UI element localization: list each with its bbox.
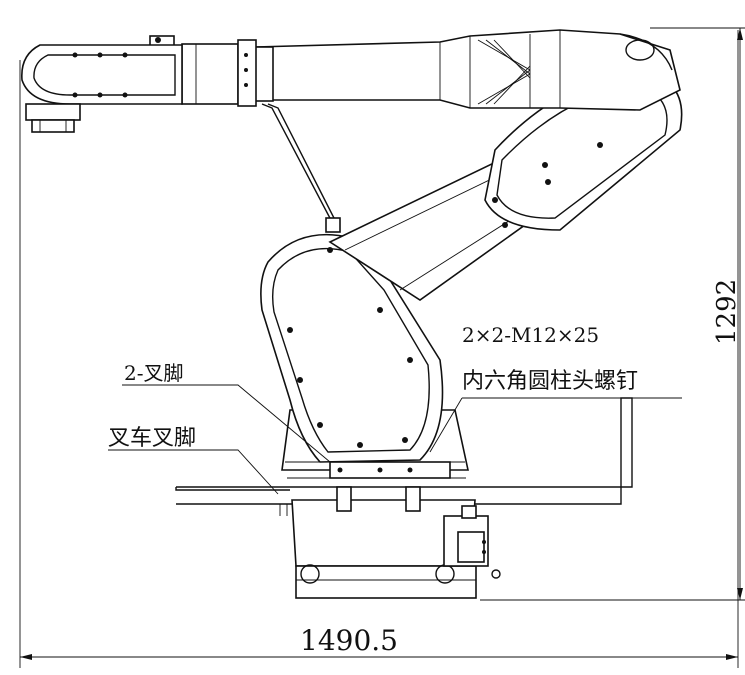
height-dimension: [480, 27, 745, 601]
cable-bracket: [261, 103, 341, 233]
width-dimension: [19, 30, 739, 668]
forearm-ribs: [477, 39, 531, 105]
fork-foot-label: 2-叉脚: [124, 361, 183, 385]
robot-lower-arm: [260, 233, 444, 463]
bolt-spec-label: 2×2-M12×25: [462, 323, 599, 347]
robot-head: [21, 44, 183, 133]
forklift-fork-label: 叉车叉脚: [108, 426, 196, 451]
leader-lines: [108, 384, 682, 495]
bolt-name-label: 内六角圆柱头螺钉: [462, 369, 638, 394]
robot-base: [291, 486, 501, 599]
robot-forearm: [254, 29, 681, 111]
height-dimension-value: 1292: [712, 279, 742, 345]
width-dimension-value: 1490.5: [300, 624, 398, 657]
